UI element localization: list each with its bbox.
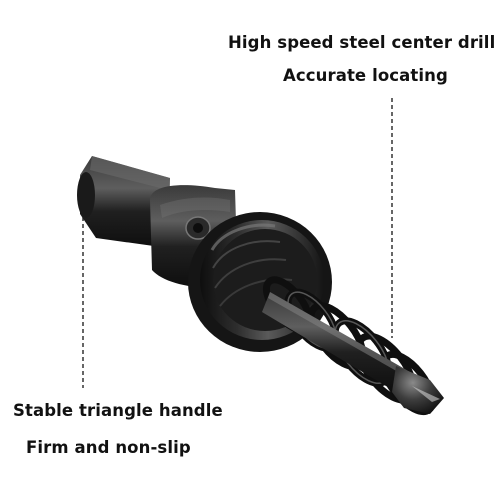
center-drill <box>262 292 444 414</box>
hex-shank <box>77 156 170 248</box>
handle-title: Stable triangle handle <box>13 401 223 420</box>
center-drill-feature: Accurate locating <box>283 66 448 85</box>
center-drill-title: High speed steel center drill <box>228 33 496 52</box>
handle-feature: Firm and non-slip <box>26 438 191 457</box>
